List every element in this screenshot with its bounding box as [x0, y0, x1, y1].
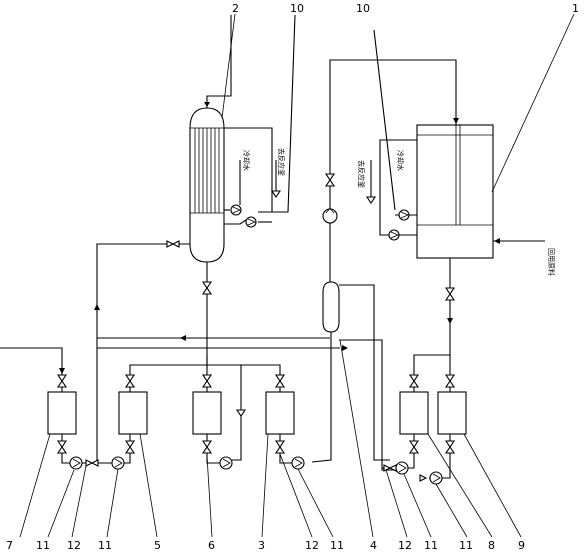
label-5: 5 [154, 539, 161, 552]
pump-column-b [245, 216, 257, 228]
condenser-column [189, 107, 225, 263]
valve-cluster [56, 374, 456, 482]
label-6: 6 [208, 539, 215, 552]
label-10-right: 10 [356, 2, 370, 15]
label-12: 12 [398, 539, 412, 552]
reactor-vessel [416, 124, 494, 259]
stream-return-material: 回用原料 [547, 248, 556, 276]
stream-to-reactor-left: 去反应釜 [277, 148, 286, 176]
label-4: 4 [370, 539, 377, 552]
pump-reactor-b [398, 209, 410, 221]
label-11: 11 [424, 539, 438, 552]
label-11: 11 [459, 539, 473, 552]
label-12: 12 [67, 539, 81, 552]
label-1: 1 [572, 2, 579, 15]
stream-cooling-water-right: 冷却水 [396, 150, 405, 171]
label-11: 11 [330, 539, 344, 552]
tank-7 [47, 391, 77, 435]
label-2: 2 [232, 2, 239, 15]
stream-to-reactor-right: 去反应釜 [357, 160, 366, 188]
label-3: 3 [258, 539, 265, 552]
tank-8 [399, 391, 429, 435]
label-11: 11 [98, 539, 112, 552]
tank-9 [437, 391, 467, 435]
label-12: 12 [305, 539, 319, 552]
separator-vessel [322, 281, 340, 333]
stream-cooling-water-left: 冷却水 [242, 150, 251, 171]
leader-lines [19, 13, 575, 538]
pump-column-a [230, 204, 242, 216]
tank-6 [192, 391, 222, 435]
pump-feed [322, 207, 338, 224]
tank-5 [118, 391, 148, 435]
label-10-left: 10 [290, 2, 304, 15]
pump-set [69, 456, 443, 485]
label-8: 8 [488, 539, 495, 552]
pump-reactor-a [388, 229, 400, 241]
label-9: 9 [518, 539, 525, 552]
label-11: 11 [36, 539, 50, 552]
label-7: 7 [6, 539, 13, 552]
tank-3 [265, 391, 295, 435]
